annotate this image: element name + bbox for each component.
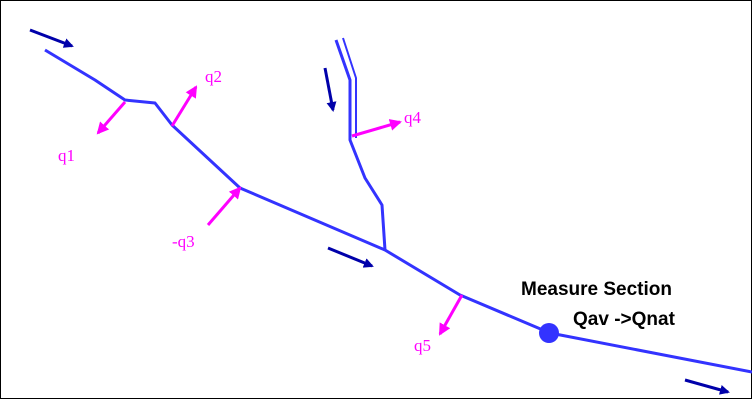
flow-direction-arrow-middle <box>327 246 374 268</box>
measure-section-point <box>539 323 559 343</box>
lateral-flow-arrow-q3 <box>206 186 242 226</box>
label-q5: q5 <box>414 336 431 355</box>
tributary-river-line <box>334 39 387 251</box>
flow-direction-arrow-inlet <box>29 28 74 48</box>
label-q4: q4 <box>404 108 422 127</box>
label-q2: q2 <box>205 67 222 86</box>
lateral-flow-arrow-q1 <box>96 101 127 135</box>
tributary-river-edge <box>342 37 357 138</box>
main-river-line <box>44 48 752 374</box>
measure-section-title: Measure Section <box>521 279 672 300</box>
lateral-flow-arrow-q2 <box>170 85 198 127</box>
label-q1: q1 <box>58 146 75 165</box>
flow-direction-arrow-outlet <box>684 378 730 395</box>
measure-section-subtitle: Qav ->Qnat <box>573 309 676 330</box>
lateral-flow-arrow-q5 <box>438 294 464 336</box>
label-q3: -q3 <box>172 232 195 251</box>
lateral-flow-arrow-q4 <box>351 119 402 138</box>
flow-direction-arrow-tributary <box>323 67 337 112</box>
